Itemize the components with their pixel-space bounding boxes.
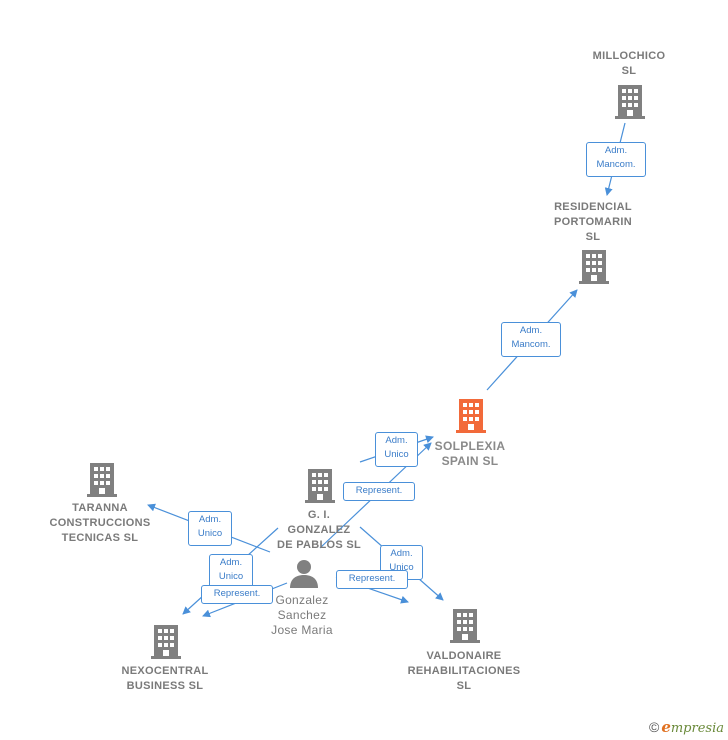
building-icon-main[interactable]: [455, 398, 487, 434]
building-icon[interactable]: [86, 462, 118, 498]
building-icon[interactable]: [578, 249, 610, 285]
person-label[interactable]: Gonzalez Sanchez Jose Maria: [271, 593, 333, 637]
copyright-symbol: ©: [648, 719, 660, 735]
edge-label-person-nexocentral: Represent.: [201, 585, 273, 604]
edge-label-person-solplexia: Represent.: [343, 482, 415, 501]
node-label-solplexia[interactable]: SOLPLEXIA SPAIN SL: [434, 439, 506, 468]
building-icon[interactable]: [304, 468, 336, 504]
edge-label-gi-solplexia: Adm. Unico: [375, 432, 418, 467]
person-icon[interactable]: [289, 558, 319, 588]
node-label-residencial[interactable]: RESIDENCIAL PORTOMARIN SL: [554, 201, 632, 243]
node-label-nexocentral[interactable]: NEXOCENTRAL BUSINESS SL: [121, 665, 209, 692]
brand-logo-e: e: [661, 718, 671, 736]
node-label-taranna[interactable]: TARANNA CONSTRUCCIONS TECNICAS SL: [49, 502, 151, 544]
edge-label-gi-taranna: Adm. Unico: [188, 511, 232, 546]
brand-logo-text: mpresia: [670, 721, 724, 736]
edge-label-person-valdonaire: Represent.: [336, 570, 408, 589]
node-label-valdonaire[interactable]: VALDONAIRE REHABILITACIONES SL: [407, 650, 521, 692]
node-label-millochico[interactable]: MILLOCHICO SL: [592, 50, 666, 77]
node-label-gi-gonzalez[interactable]: G. I. GONZALEZ DE PABLOS SL: [276, 509, 362, 551]
building-icon[interactable]: [614, 84, 646, 120]
building-icon[interactable]: [150, 624, 182, 660]
footer-brand[interactable]: ©empresia: [649, 718, 724, 736]
building-icon[interactable]: [449, 608, 481, 644]
edge-label-gi-nexocentral: Adm. Unico: [209, 554, 253, 589]
edge-label-solplexia-residencial: Adm. Mancom.: [501, 322, 561, 357]
edge-label-millochico-residencial: Adm. Mancom.: [586, 142, 646, 177]
